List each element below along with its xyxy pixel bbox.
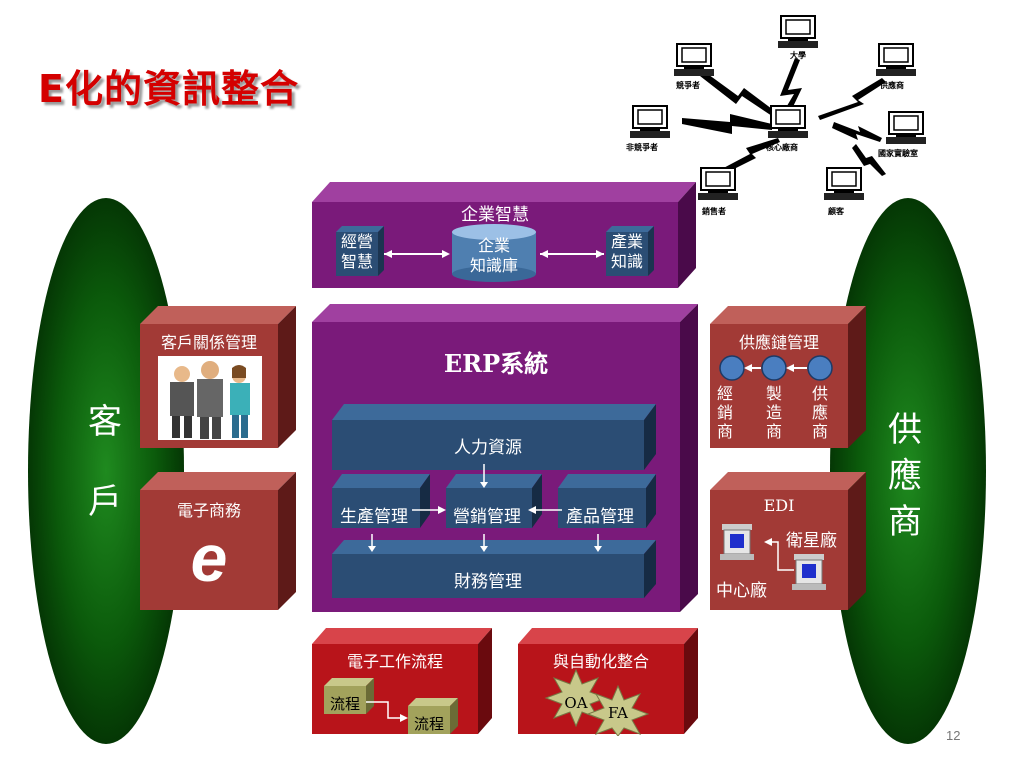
ecommerce-e-icon: e — [190, 521, 228, 595]
edi-box — [710, 472, 866, 610]
network-label-lab: 國家實驗室 — [878, 148, 918, 158]
customer-oval — [28, 198, 184, 744]
kb-line: 企業 — [477, 236, 510, 255]
crm-title: 客戶關係管理 — [160, 333, 257, 352]
crm-box — [140, 306, 296, 448]
page-title: E化的資訊整合 — [38, 67, 299, 111]
page-number: 12 — [946, 728, 961, 743]
scm-node-supplier: 供應商 — [812, 384, 829, 441]
network-label-supplier: 供應商 — [879, 80, 904, 90]
erp-finance: 財務管理 — [454, 572, 522, 592]
business-people-icon — [158, 356, 262, 440]
business-intelligence-label: 經營 智慧 — [336, 232, 378, 272]
edi-center-factory: 中心廠 — [716, 581, 767, 601]
scm-node-manufacturer: 製造商 — [766, 384, 783, 441]
workflow-step2: 流程 — [413, 715, 444, 733]
workflow-title: 電子工作流程 — [346, 652, 443, 671]
edi-satellite-factory: 衛星廠 — [786, 531, 837, 551]
automation-title: 與自動化整合 — [552, 652, 649, 671]
scm-box — [710, 306, 866, 448]
computer-terminal-icon — [720, 524, 754, 560]
supplier-label-char: 應 — [888, 455, 922, 496]
customer-label: 客 戶 — [80, 400, 130, 526]
scm-node-distributor: 經銷商 — [717, 384, 734, 441]
erp-hr: 人力資源 — [454, 438, 522, 458]
ik-line: 產業 — [610, 232, 643, 251]
network-label-university: 大學 — [790, 50, 806, 60]
network-label-seller: 銷售者 — [702, 206, 726, 216]
enterprise-intelligence-title: 企業智慧 — [461, 205, 529, 225]
computer-terminal-icon — [792, 554, 826, 590]
link-lines — [682, 58, 886, 176]
supplier-label: 供 應 商 — [880, 408, 930, 546]
enterprise-intelligence-box — [312, 182, 696, 288]
bi-line: 經營 — [340, 232, 373, 251]
workflow-box — [312, 628, 492, 734]
industry-knowledge-label: 產業 知識 — [606, 232, 648, 272]
automation-oa: OA — [564, 694, 588, 712]
ecommerce-title: 電子商務 — [176, 501, 241, 520]
ik-line: 知識 — [610, 252, 643, 271]
network-label-core: 核心廠商 — [766, 142, 798, 152]
bi-line: 智慧 — [340, 252, 373, 271]
network-label-customer: 顧客 — [828, 206, 845, 216]
customer-label-char: 客 — [88, 402, 122, 442]
erp-marketing: 營銷管理 — [453, 507, 521, 527]
supplier-label-char: 供 — [888, 410, 922, 450]
network-label-noncompetitor: 非競爭者 — [626, 142, 658, 152]
knowledge-base-label: 企業 知識庫 — [452, 236, 536, 276]
supplier-oval — [830, 198, 986, 744]
fa-starburst-icon — [586, 684, 650, 736]
automation-fa: FA — [608, 704, 628, 722]
ecommerce-box — [140, 472, 296, 610]
oa-starburst-icon — [544, 668, 608, 728]
erp-box — [312, 304, 698, 612]
automation-box — [518, 628, 698, 736]
erp-title: ERP系統 — [443, 349, 549, 378]
scm-title: 供應鏈管理 — [738, 333, 819, 352]
erp-production: 生產管理 — [340, 507, 408, 527]
edi-title: EDI — [763, 496, 795, 515]
kb-line: 知識庫 — [469, 256, 518, 275]
erp-product: 產品管理 — [566, 507, 634, 527]
supplier-label-char: 商 — [888, 501, 922, 542]
customer-label-char: 戶 — [88, 481, 122, 522]
network-diagram: 大學 競爭者 供應商 非競爭者 核心廠商 國家實驗室 銷售者 顧客 — [626, 15, 927, 216]
network-label-competitor: 競爭者 — [676, 80, 700, 90]
workflow-step1: 流程 — [329, 695, 360, 713]
